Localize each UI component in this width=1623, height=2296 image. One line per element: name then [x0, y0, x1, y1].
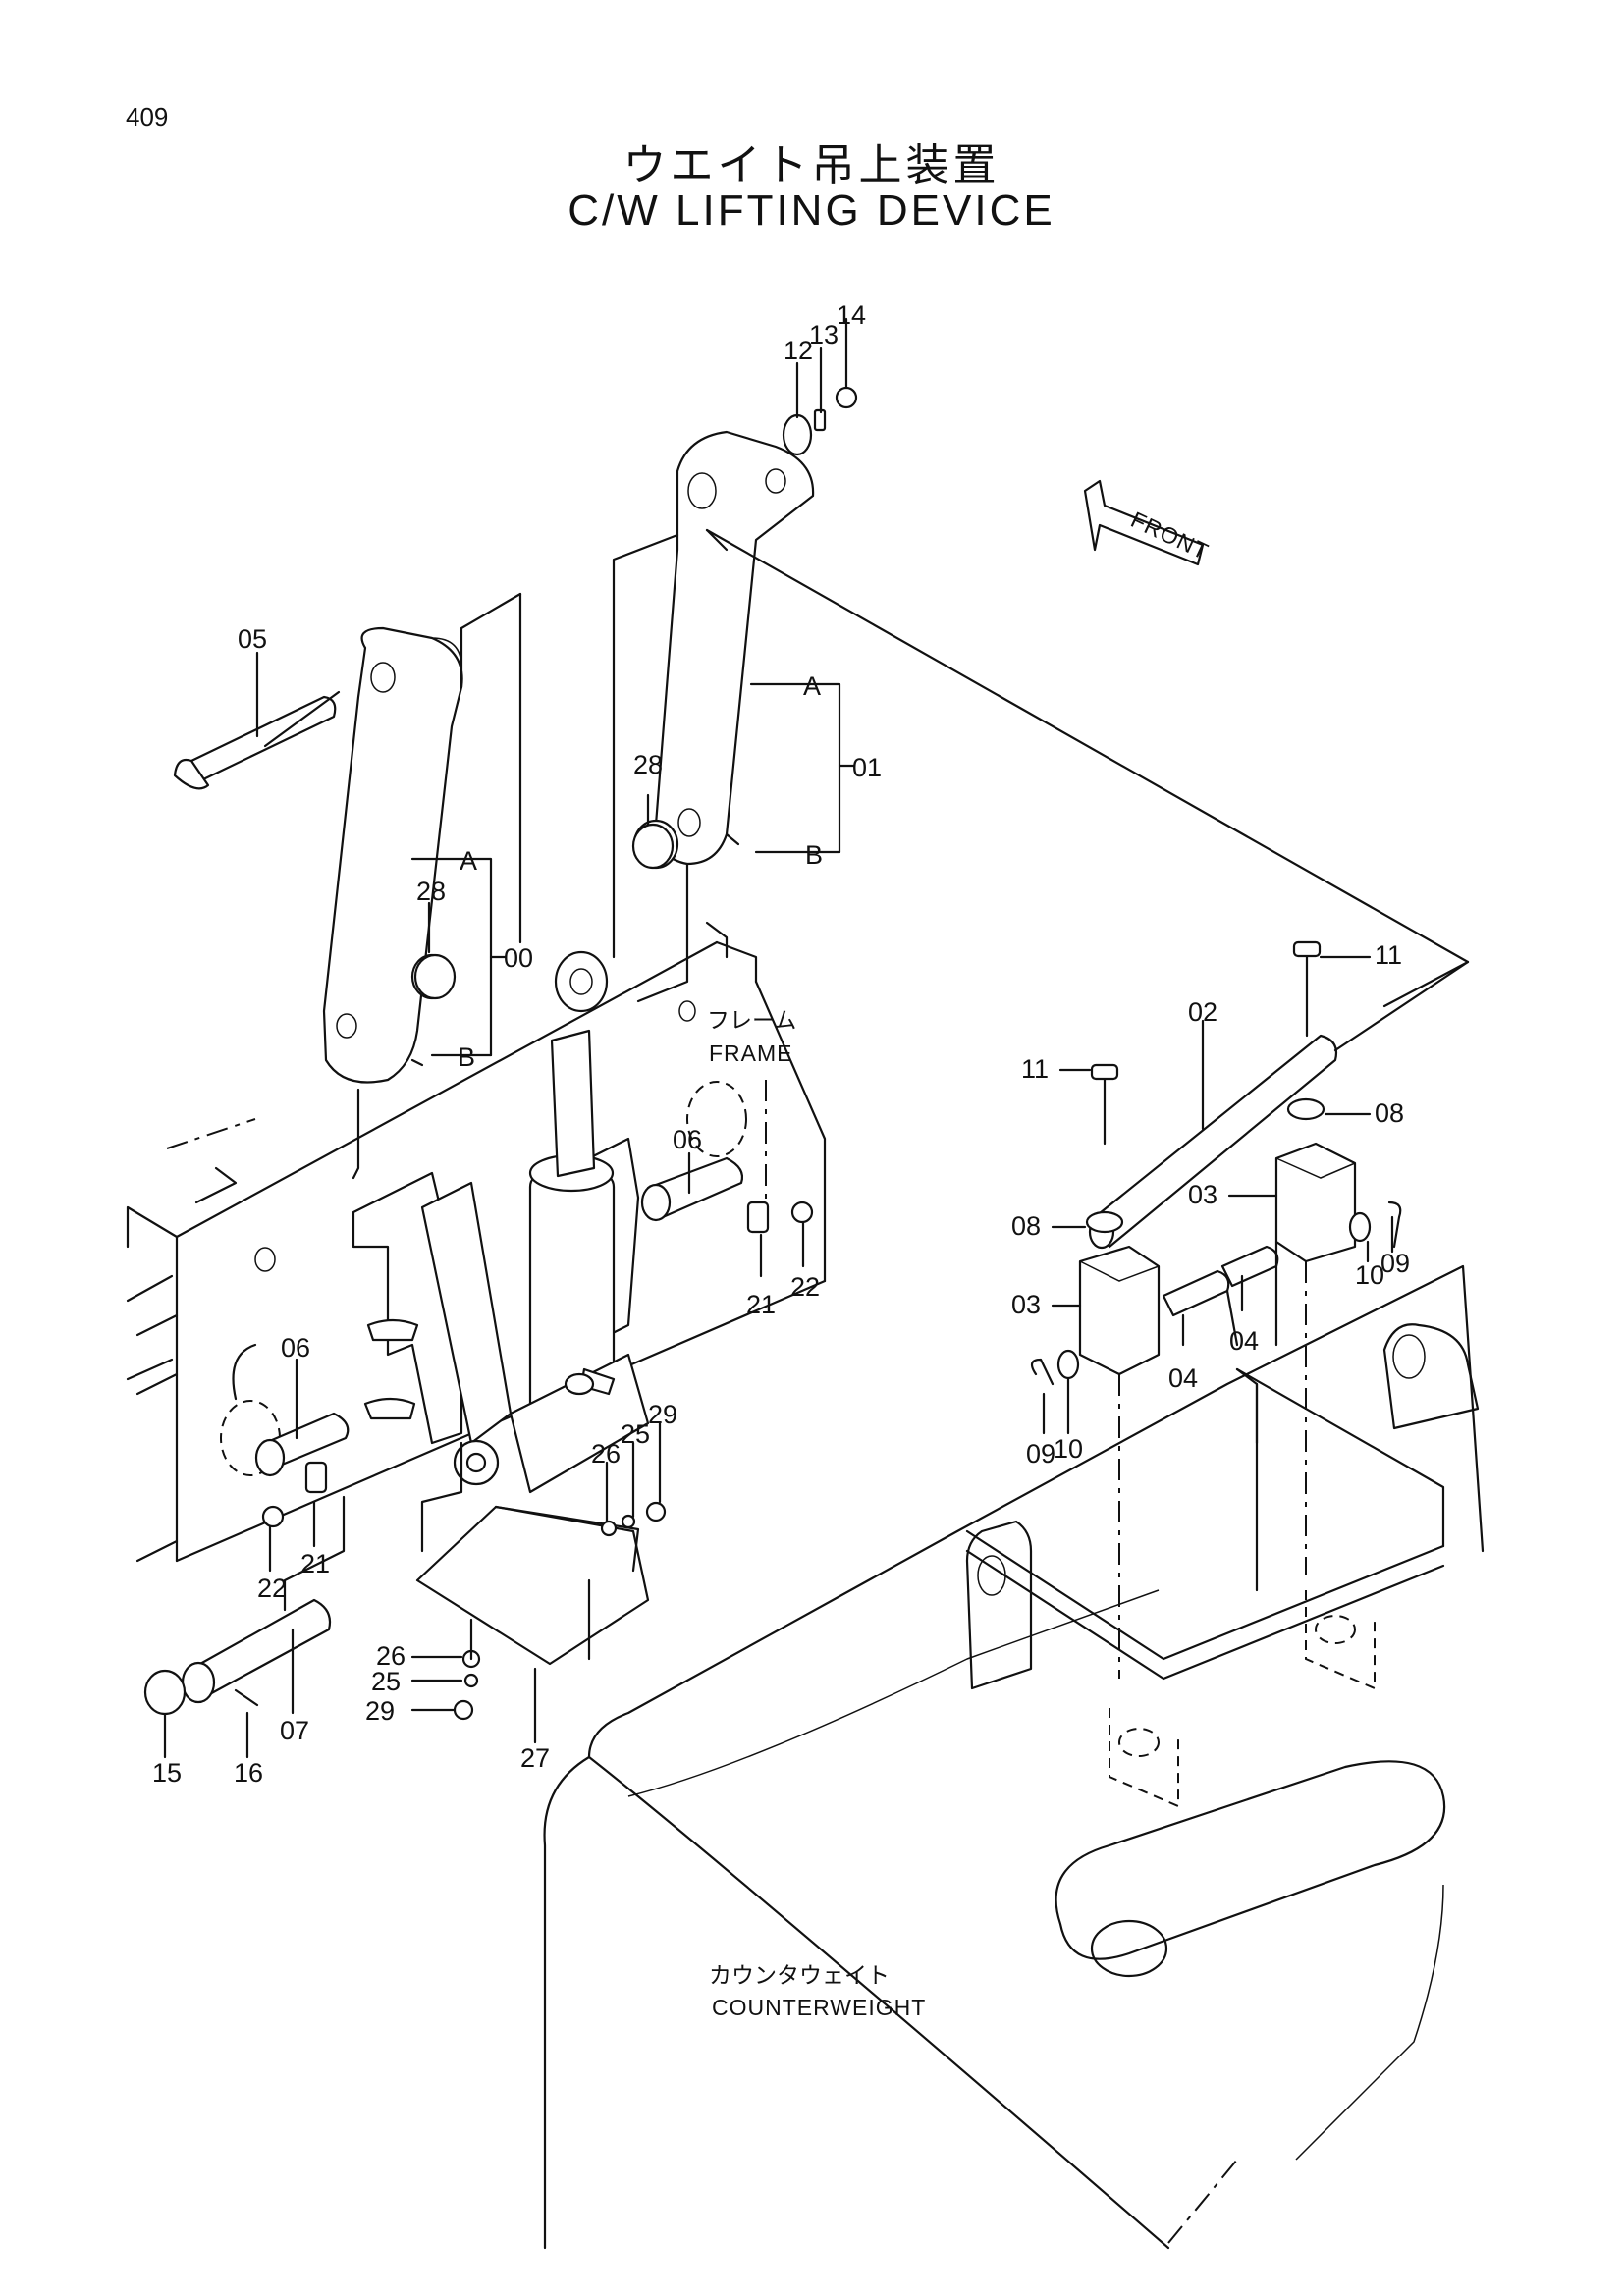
lifting-link-left — [322, 626, 463, 1084]
part-label-29-left: 29 — [365, 1696, 395, 1726]
part-label-03-lower: 03 — [1011, 1290, 1041, 1319]
part-label-26-right: 26 — [591, 1439, 621, 1468]
part-label-27: 27 — [520, 1743, 550, 1773]
counterweight-label: COUNTERWEIGHT — [712, 1995, 926, 2020]
part-label-25-right: 25 — [621, 1419, 650, 1449]
page-title: C/W LIFTING DEVICE — [568, 187, 1055, 235]
part-label-06-upper: 06 — [673, 1125, 702, 1154]
part-label-21-lower: 21 — [300, 1549, 330, 1578]
part-label-26-left: 26 — [376, 1641, 406, 1671]
hook-assembly: FRONT — [1030, 479, 1402, 1386]
part-label-14: 14 — [837, 300, 866, 330]
frame-label-japanese: フレーム — [707, 1008, 796, 1034]
part-label-09-left: 09 — [1026, 1439, 1055, 1468]
part-label-03-upper: 03 — [1188, 1180, 1217, 1209]
part-labels: 05 A 28 00 B A 28 01 B 12 13 14 11 02 11… — [152, 300, 1410, 1788]
part-label-10-right: 10 — [1355, 1260, 1384, 1290]
page-number: 409 — [126, 102, 169, 132]
leader-lines — [163, 317, 1470, 1759]
part-label-11-right: 11 — [1375, 940, 1402, 970]
part-label-08-left: 08 — [1011, 1211, 1041, 1241]
part-label-04-lower: 04 — [1168, 1363, 1198, 1393]
part-label-09-right: 09 — [1380, 1249, 1410, 1278]
part-label-05: 05 — [238, 624, 267, 654]
part-label-07: 07 — [280, 1716, 309, 1745]
frame-label: FRAME — [709, 1041, 793, 1066]
part-label-13: 13 — [809, 320, 839, 349]
page-title-japanese: ウエイト吊上装置 — [622, 140, 1001, 190]
part-label-12: 12 — [784, 336, 813, 365]
part-label-16: 16 — [234, 1758, 263, 1788]
part-label-28-left: 28 — [416, 877, 446, 906]
lifting-link-right — [632, 430, 815, 870]
part-label-28-right: 28 — [633, 750, 663, 779]
part-label-04-upper: 04 — [1229, 1326, 1259, 1356]
counterweight-label-japanese: カウンタウェイト — [709, 1963, 890, 1989]
part-label-10-left: 10 — [1054, 1434, 1083, 1464]
part-label-00: 00 — [504, 943, 533, 973]
part-label-06-lower: 06 — [281, 1333, 310, 1362]
hydraulic-cylinder — [352, 950, 650, 1494]
part-label-08-right: 08 — [1375, 1098, 1404, 1128]
part-label-22-upper: 22 — [790, 1272, 820, 1302]
part-label-25-left: 25 — [371, 1667, 401, 1696]
link-callout-a-left: A — [460, 846, 477, 876]
part-label-15: 15 — [152, 1758, 182, 1788]
part-label-21-upper: 21 — [746, 1290, 776, 1319]
link-callout-a-right: A — [803, 671, 821, 701]
part-label-11-left: 11 — [1021, 1054, 1049, 1084]
front-arrow-label: FRONT — [1127, 507, 1213, 564]
part-label-01: 01 — [852, 753, 882, 782]
part-label-02: 02 — [1188, 997, 1217, 1027]
part-label-29-right: 29 — [648, 1400, 677, 1429]
link-callout-b-right: B — [805, 840, 823, 870]
part-label-22-lower: 22 — [257, 1574, 287, 1603]
counterweight-body — [543, 1264, 1485, 2250]
link-callout-b-left: B — [458, 1042, 475, 1072]
